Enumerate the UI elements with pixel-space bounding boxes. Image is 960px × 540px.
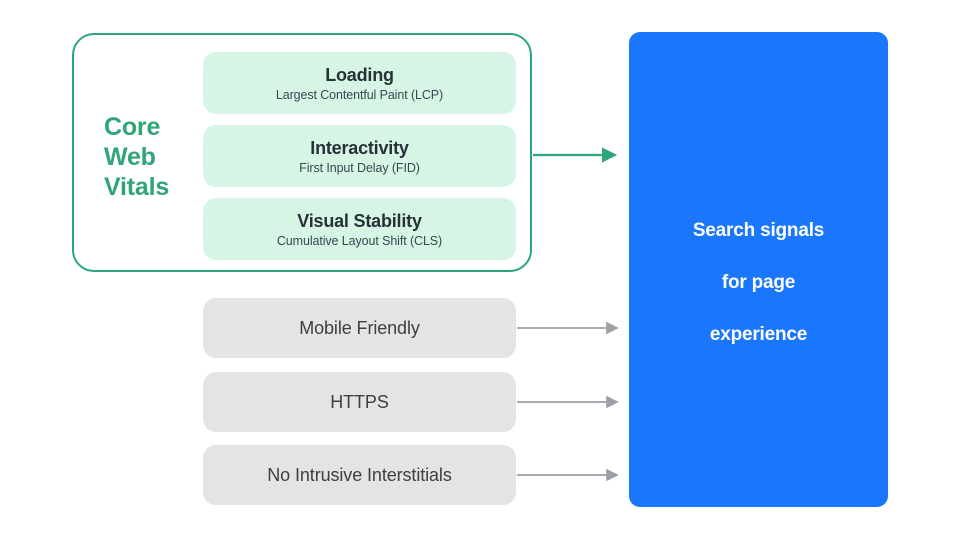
core-web-vitals-label-line-3: Vitals (104, 173, 170, 201)
search-signals-line-2: for page (721, 271, 796, 293)
signal-card-no-intrusive-interstitials[interactable]: No Intrusive Interstitials (203, 445, 516, 505)
core-web-vitals-label: Core Web Vitals (104, 112, 196, 202)
metric-title: Interactivity (310, 137, 409, 158)
metric-card-interactivity[interactable]: Interactivity First Input Delay (FID) (203, 125, 516, 187)
search-signals-line-1: Search signals (692, 219, 825, 241)
signal-label: HTTPS (330, 392, 389, 412)
signal-label: Mobile Friendly (299, 318, 420, 338)
metric-subtitle: Cumulative Layout Shift (CLS) (276, 233, 443, 248)
metric-card-loading[interactable]: Loading Largest Contentful Paint (LCP) (203, 52, 516, 114)
signal-card-https[interactable]: HTTPS (203, 372, 516, 432)
signal-card-mobile-friendly[interactable]: Mobile Friendly (203, 298, 516, 358)
signal-label: No Intrusive Interstitials (267, 465, 452, 485)
core-web-vitals-group (72, 33, 532, 272)
search-signals-box[interactable]: Search signals for page experience (629, 32, 888, 507)
core-web-vitals-label-line-1: Core (104, 113, 161, 141)
metric-title: Visual Stability (297, 210, 422, 231)
search-signals-line-3: experience (709, 323, 808, 345)
metric-subtitle: First Input Delay (FID) (299, 160, 420, 175)
metric-title: Loading (325, 64, 394, 85)
metric-card-visual-stability[interactable]: Visual Stability Cumulative Layout Shift… (203, 198, 516, 260)
core-web-vitals-label-line-2: Web (104, 143, 156, 171)
search-signals-label: Search signals for page experience (692, 192, 825, 348)
metric-subtitle: Largest Contentful Paint (LCP) (275, 87, 444, 102)
